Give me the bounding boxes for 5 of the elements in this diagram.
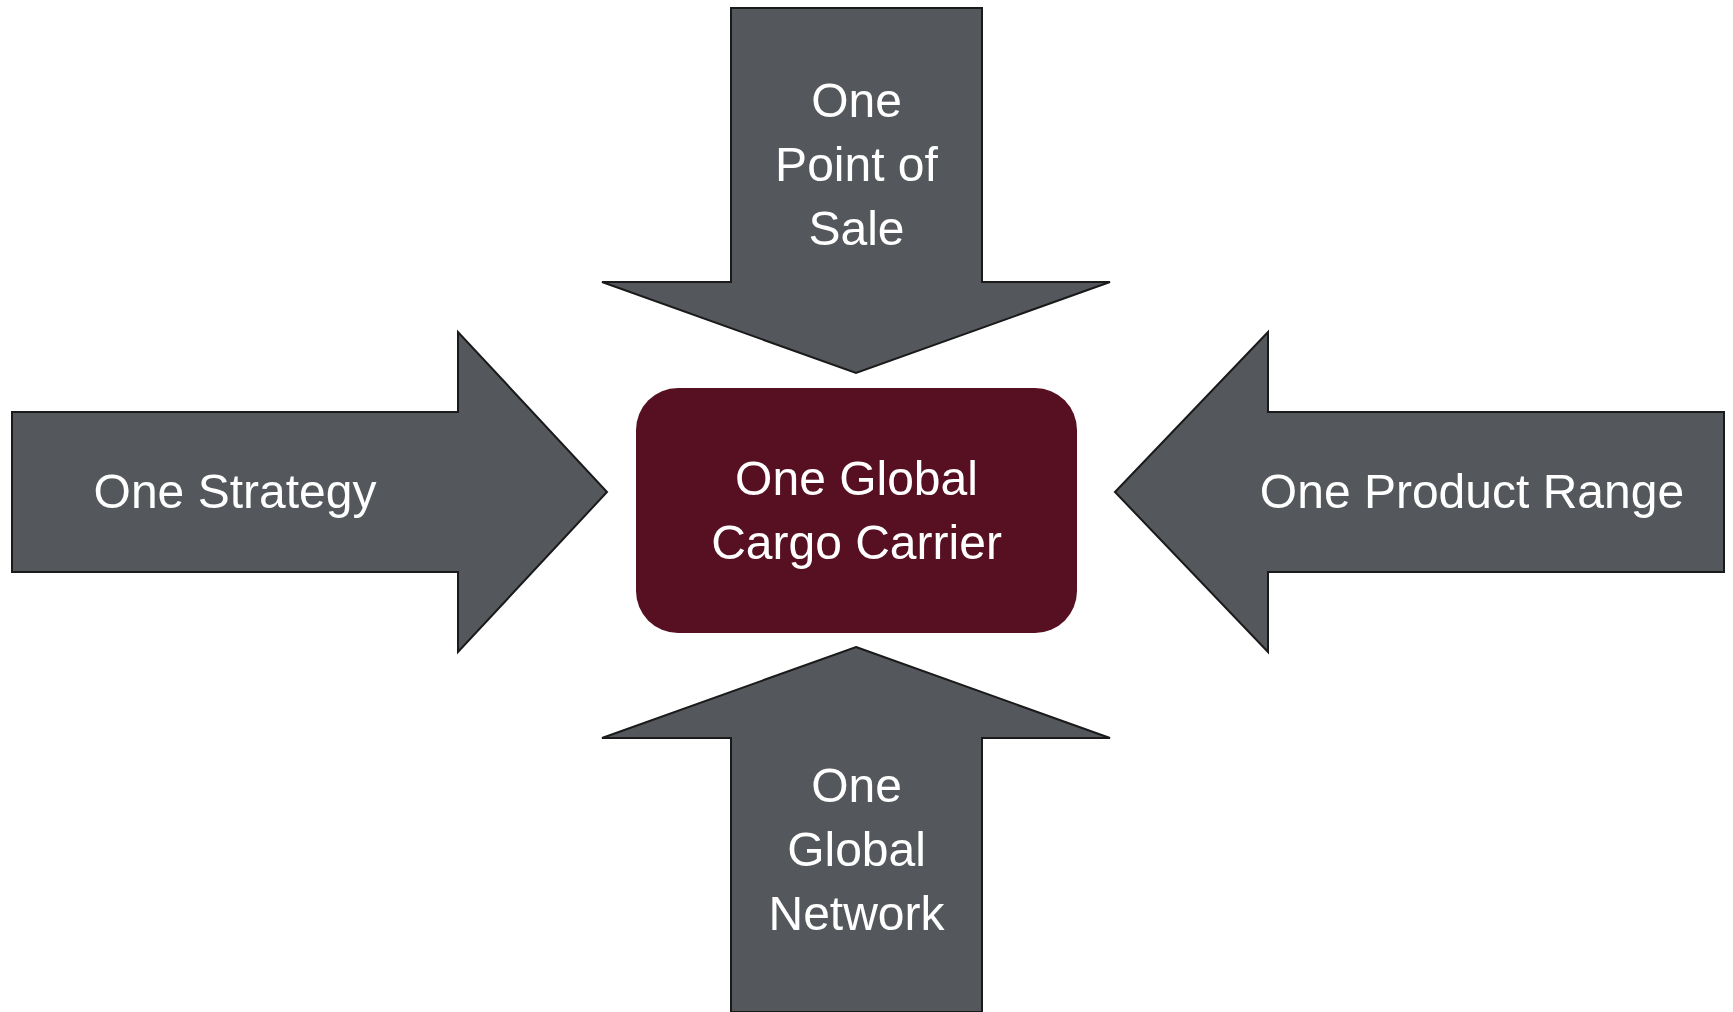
- node-label: One Strategy: [93, 464, 377, 520]
- node-label: One Global Cargo Carrier: [710, 450, 1003, 571]
- node-label: One Product Range: [1259, 464, 1685, 520]
- node-label: One Global Network: [767, 758, 946, 942]
- node-label: One Point of Sale: [774, 73, 939, 257]
